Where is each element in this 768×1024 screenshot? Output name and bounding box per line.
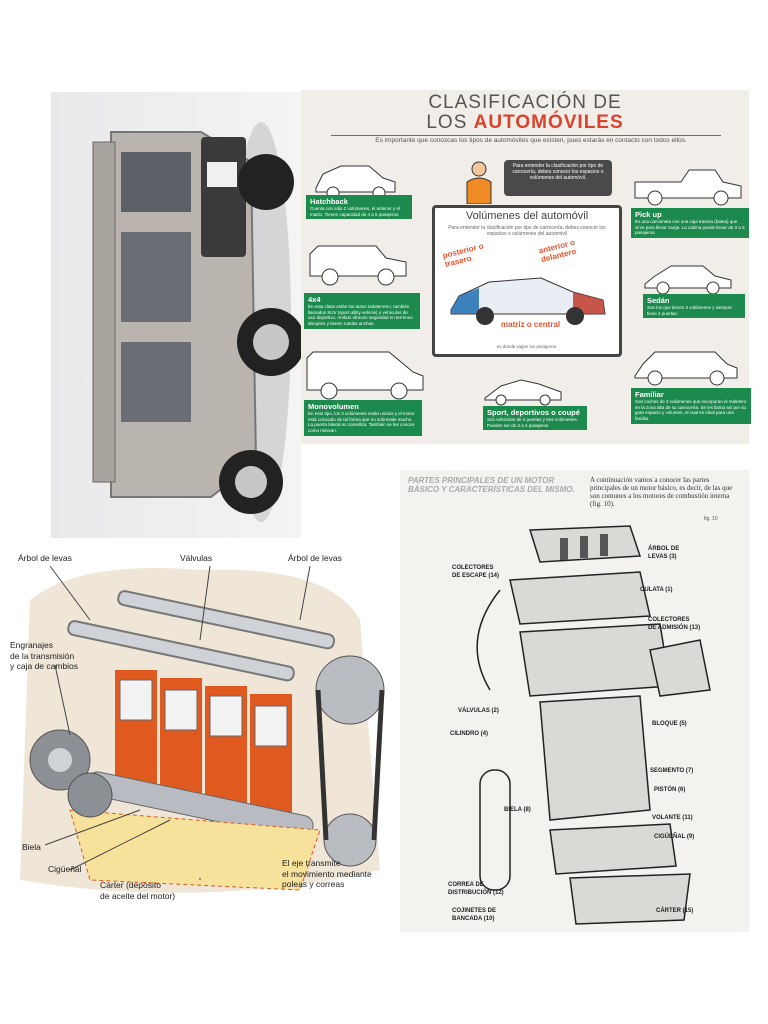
sedan-icon <box>644 265 732 294</box>
volumes-panel: Volúmenes del automóvil Para entender la… <box>432 205 622 357</box>
category-desc: Son coches de 2 volúmenes que incorporan… <box>635 399 747 421</box>
category-pickup: Pick up Es una camioneta con una caja tr… <box>631 208 749 238</box>
label-head: CULATA (1) <box>640 587 673 593</box>
category-name: Monovolumen <box>308 402 359 411</box>
category-desc: En esta clase están los autos todoterren… <box>308 304 413 326</box>
label-sump: CÁRTER (15) <box>656 908 694 914</box>
category-familiar: Familiar Son coches de 2 volúmenes que i… <box>631 388 751 424</box>
category-name: 4x4 <box>308 295 321 304</box>
engine-cutaway-illustration: Árbol de levas Válvulas Árbol de levas E… <box>0 540 393 906</box>
minivan-icon <box>306 351 424 400</box>
label-rod: Biela <box>22 842 41 852</box>
person-icon <box>466 161 492 204</box>
label-gears: Engranajes de la transmisión y caja de c… <box>10 640 79 672</box>
category-name: Familiar <box>635 390 664 399</box>
label-camshaft: ÁRBOL DE LEVAS (3) <box>648 546 680 560</box>
sport-car-icon <box>484 379 562 406</box>
infographic-subtitle: Es importante que conozcas los tipos de … <box>375 137 687 144</box>
category-name: Sedán <box>647 296 670 305</box>
category-desc: Cuenta con sólo 2 volúmenes, el anterior… <box>310 206 401 217</box>
label-cylinder: CILINDRO (4) <box>450 731 488 737</box>
label-piston: PISTÓN (6) <box>654 787 686 793</box>
engine-parts-drawing <box>476 525 711 925</box>
center-note: es donde viajan los pasajeros. <box>496 344 558 349</box>
label-block: BLOQUE (5) <box>652 721 687 727</box>
volumes-subtitle: Para entender la clasificación por tipo … <box>448 225 606 237</box>
label-camshaft-left: Árbol de levas <box>18 553 72 563</box>
category-hatchback: Hatchback Cuenta con sólo 2 volúmenes, e… <box>306 195 412 220</box>
pickup-icon <box>634 169 742 206</box>
title-divider <box>331 135 721 136</box>
category-monovolumen: Monovolumen En este tipo, los 3 volúmene… <box>304 400 422 436</box>
label-sump: Cárter (depósito de aceite del motor) <box>100 880 176 901</box>
infographic-title-line2: LOS AUTOMÓVILES <box>301 112 749 134</box>
section-heading: PARTES PRINCIPALES DE UN MOTOR BÁSICO Y … <box>408 476 575 494</box>
label-flywheel: VOLANTE (11) <box>652 815 693 821</box>
label-bearings: COJINETES DE BANCADA (10) <box>452 908 497 922</box>
familiar-icon <box>634 351 738 386</box>
label-ring: SEGMENTO (7) <box>650 768 694 774</box>
car-illustration <box>92 122 305 522</box>
volumes-title: Volúmenes del automóvil <box>465 210 589 222</box>
category-desc: Son vehículos de 2 puertas y tres volúme… <box>487 417 579 428</box>
title-highlight: AUTOMÓVILES <box>473 112 624 133</box>
label-valves: Válvulas <box>180 553 213 563</box>
label-belt: CORREA DE DISTRIBUCIÓN (12) <box>448 882 504 896</box>
car-cutaway-icon <box>450 277 606 325</box>
label-crank: CIGÜEÑAL (9) <box>654 834 695 840</box>
category-name: Pick up <box>635 210 662 219</box>
zone-rear: posterior o trasero <box>441 241 485 269</box>
speech-bubble: Para entender la clasificación por tipo … <box>504 160 612 196</box>
figure-number: fig. 10 <box>704 516 718 522</box>
label-camshaft-right: Árbol de levas <box>288 553 342 563</box>
engine-drawing <box>20 565 385 893</box>
section-intro: A continuación vamos a conocer las parte… <box>590 476 733 508</box>
category-desc: Es una camioneta con una caja trasera (b… <box>635 219 745 236</box>
label-valves: VÁLVULAS (2) <box>458 708 499 714</box>
car-photo <box>51 92 305 538</box>
engine-exploded-diagram: PARTES PRINCIPALES DE UN MOTOR BÁSICO Y … <box>400 470 749 932</box>
category-desc: En este tipo, los 3 volúmenes están unid… <box>308 411 415 433</box>
category-name: Hatchback <box>310 197 348 206</box>
category-desc: Son los que tienen 3 volúmenes y siempre… <box>647 305 732 316</box>
label-shaft: El eje transmite el movimiento mediante … <box>282 858 372 890</box>
label-rod: BIELA (8) <box>504 807 531 813</box>
4x4-icon <box>309 245 407 286</box>
zone-center: matriz o central <box>501 320 561 329</box>
infographic-title-line1: CLASIFICACIÓN DE <box>428 92 622 113</box>
category-sedan: Sedán Son los que tienen 3 volúmenes y s… <box>643 294 745 319</box>
label-crankshaft: Cigüeñal <box>48 864 82 874</box>
category-name: Sport, deportivos o coupé <box>487 408 580 417</box>
label-intake: COLECTORES DE ADMISIÓN (13) <box>648 617 701 631</box>
title-prefix: LOS <box>426 112 474 133</box>
category-sport: Sport, deportivos o coupé Son vehículos … <box>483 406 587 431</box>
category-4x4: 4x4 En esta clase están los autos todote… <box>304 293 420 329</box>
car-classification-infographic: CLASIFICACIÓN DE LOS AUTOMÓVILES Es impo… <box>301 90 751 444</box>
label-exhaust: COLECTORES DE ESCAPE (14) <box>452 565 500 579</box>
